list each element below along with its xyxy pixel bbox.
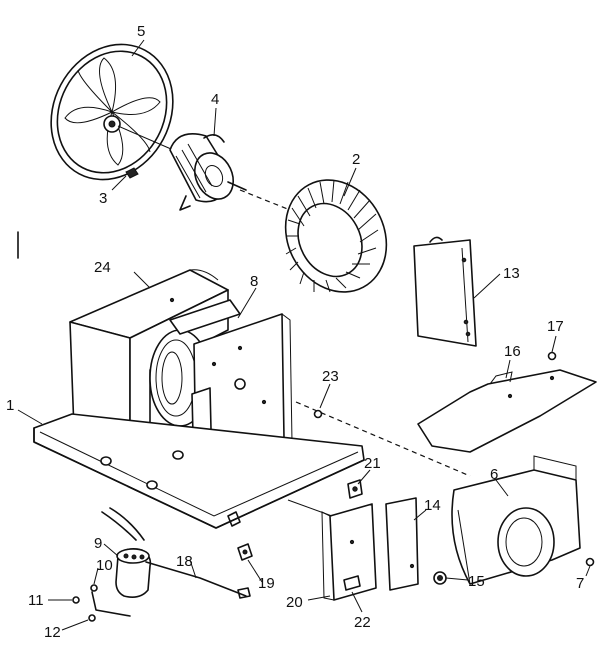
callout-13: 13: [503, 265, 520, 282]
part-screw-17: [547, 351, 557, 361]
callout-4: 4: [211, 91, 219, 108]
callout-19: 19: [258, 575, 275, 592]
callout-21: 21: [364, 455, 381, 472]
callout-24: 24: [94, 259, 111, 276]
part-screw-11: [72, 596, 80, 604]
callout-2: 2: [352, 151, 360, 168]
callout-3: 3: [99, 190, 107, 207]
callout-22: 22: [354, 614, 371, 631]
part-gasket: [385, 497, 419, 591]
alignment-line-right: [295, 401, 471, 477]
part-screw-23: [313, 409, 323, 419]
callout-23: 23: [322, 368, 339, 385]
callout-17: 17: [547, 318, 564, 335]
callout-10: 10: [96, 557, 113, 574]
part-terminal-block: [237, 543, 253, 561]
callout-14: 14: [424, 497, 441, 514]
leader-lines: [17, 39, 591, 631]
callout-18: 18: [176, 553, 193, 570]
callout-5: 5: [137, 23, 145, 40]
callout-labels: 5 4 3 2 24 8 13 17 16 23 1 21 6 14 15 7 …: [6, 23, 584, 641]
part-fan-shroud: [50, 43, 174, 181]
part-control-box: [287, 499, 377, 601]
callout-15: 15: [468, 573, 485, 590]
callout-16: 16: [504, 343, 521, 360]
part-top-cover-plate: [417, 369, 597, 453]
callout-9: 9: [94, 535, 102, 552]
part-capacitor-bracket: [90, 584, 131, 617]
part-screw-7: [585, 557, 595, 567]
part-capacitor: [115, 548, 152, 598]
part-rear-panel: [413, 236, 477, 347]
callout-1: 1: [6, 397, 14, 414]
part-blower-wheel: [284, 179, 388, 293]
part-screw-12: [88, 614, 96, 622]
callout-8: 8: [250, 273, 258, 290]
callout-6: 6: [490, 466, 498, 483]
part-fan-motor: [117, 125, 247, 211]
callout-12: 12: [44, 624, 61, 641]
part-clip: [125, 167, 139, 179]
part-switch: [347, 479, 363, 499]
callout-11: 11: [28, 592, 44, 609]
callout-7: 7: [576, 575, 584, 592]
part-grommet: [433, 571, 447, 585]
part-base-pan: [33, 413, 365, 529]
part-wire-harness: [101, 507, 251, 599]
part-scroll-housing: [451, 455, 581, 585]
assembly-axis-line: [239, 189, 301, 215]
callout-20: 20: [286, 594, 303, 611]
